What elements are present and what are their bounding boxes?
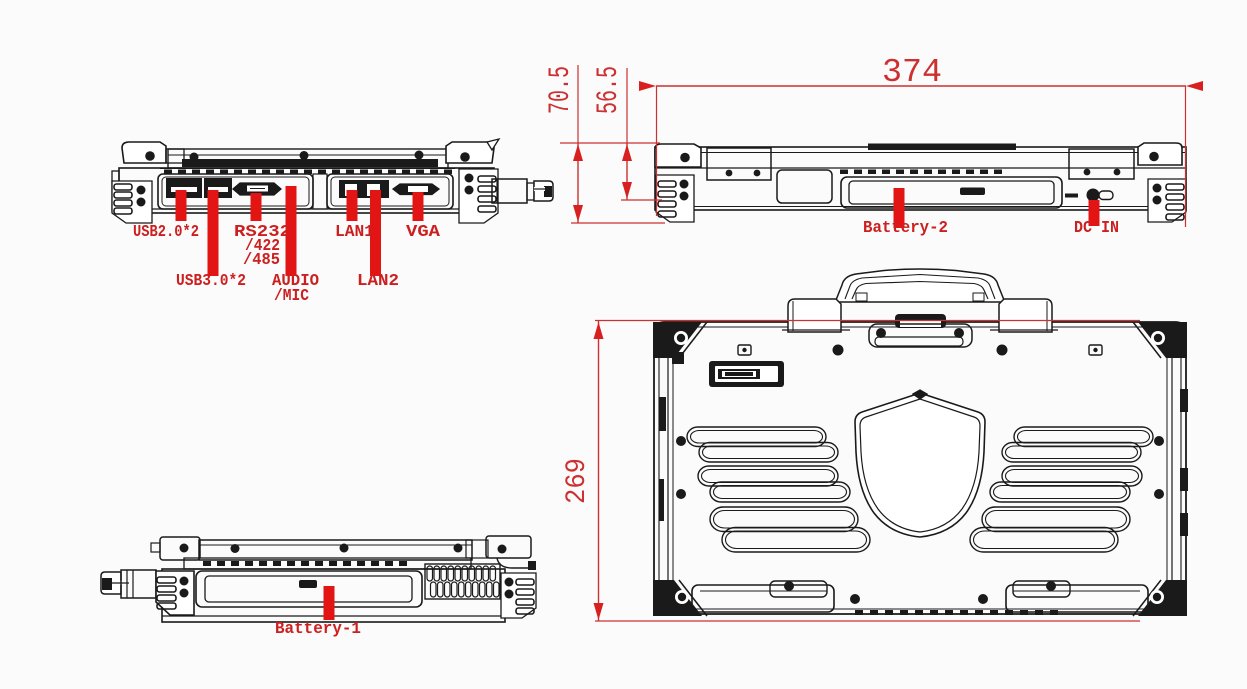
svg-text:Battery-1: Battery-1 bbox=[275, 620, 361, 639]
svg-text:AUDIO: AUDIO bbox=[272, 272, 319, 291]
svg-text:LAN1: LAN1 bbox=[335, 223, 374, 242]
svg-text:/485: /485 bbox=[243, 251, 280, 270]
svg-text:LAN2: LAN2 bbox=[357, 272, 399, 291]
svg-text:USB2.0*2: USB2.0*2 bbox=[133, 223, 199, 242]
svg-text:USB3.0*2: USB3.0*2 bbox=[176, 272, 246, 291]
svg-text:70.5: 70.5 bbox=[544, 66, 578, 114]
svg-text:/422: /422 bbox=[245, 237, 280, 256]
svg-text:VGA: VGA bbox=[406, 223, 441, 242]
svg-text:RS232: RS232 bbox=[234, 223, 291, 242]
svg-text:DC IN: DC IN bbox=[1074, 219, 1119, 238]
svg-text:/MIC: /MIC bbox=[274, 287, 309, 306]
svg-text:Battery-2: Battery-2 bbox=[863, 219, 948, 238]
svg-text:269: 269 bbox=[562, 458, 593, 504]
svg-text:56.5: 56.5 bbox=[592, 66, 626, 114]
svg-text:374: 374 bbox=[882, 54, 942, 91]
